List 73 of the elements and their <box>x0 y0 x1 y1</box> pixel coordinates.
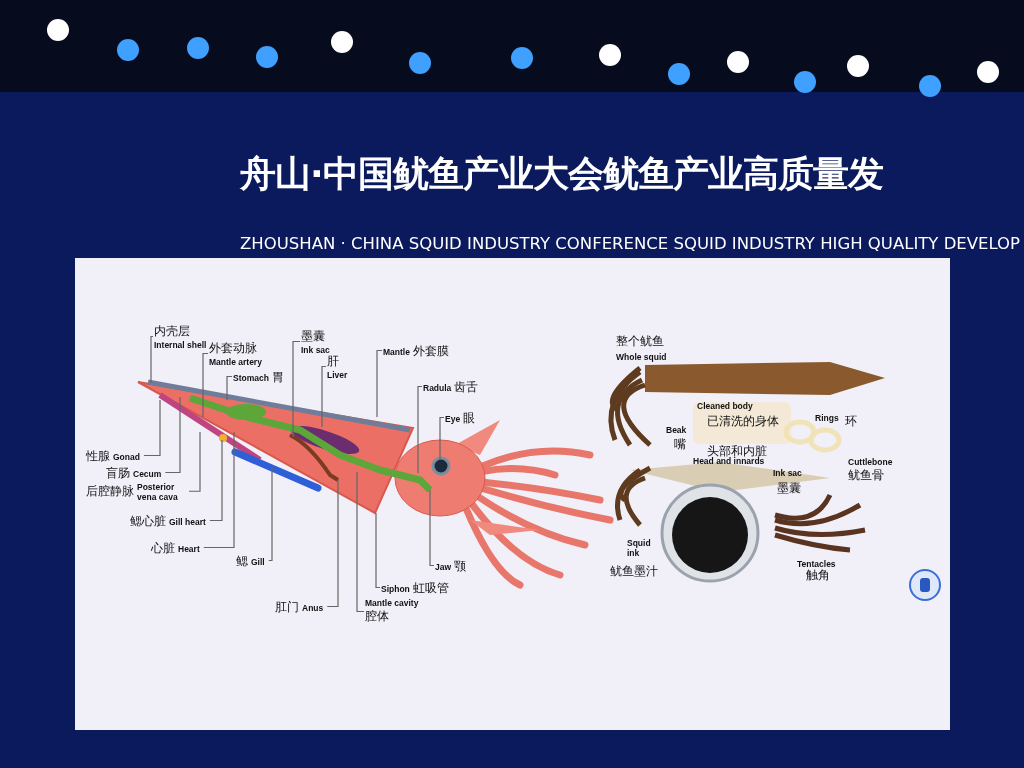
part-label: Gill <box>251 556 265 567</box>
product-label: Beak <box>666 425 687 435</box>
leader-line <box>209 439 223 522</box>
leader-line <box>203 431 235 549</box>
leader-line <box>292 340 301 438</box>
product-label: Squid ink <box>627 538 652 558</box>
product-label: Cuttlebone <box>848 457 893 467</box>
product-label: 触角 <box>806 567 830 584</box>
leader-line <box>439 416 445 461</box>
part-label: 墨囊 <box>301 328 326 345</box>
part-label: Liver <box>327 370 348 380</box>
part-label: Cecum <box>133 468 162 479</box>
leader-line <box>202 352 209 418</box>
product-label: 嘴 <box>674 436 686 453</box>
part-label: 心脏 <box>151 540 175 557</box>
part-label: 内壳层 <box>154 323 191 340</box>
product-label: Rings <box>815 413 839 423</box>
part-label: 胃 <box>271 369 284 386</box>
product-label: 环 <box>845 413 857 430</box>
part-label: Internal shell <box>154 340 207 350</box>
conference-title: 舟山·中国鱿鱼产业大会鱿鱼产业高质量发 <box>240 152 883 196</box>
leader-line <box>326 479 339 608</box>
part-label: 眼 <box>463 410 476 427</box>
product-label: 已清洗的身体 <box>707 413 779 430</box>
product-label: 整个鱿鱼 <box>616 333 664 350</box>
part-label: Mantle cavity <box>365 598 419 608</box>
leader-line <box>376 349 383 418</box>
product-label: Head and innards <box>693 456 765 466</box>
part-label: 齿舌 <box>454 379 479 396</box>
part-label: 虹吸管 <box>412 580 449 597</box>
part-label: 腔体 <box>365 608 390 625</box>
part-label: 外套动脉 <box>209 340 258 357</box>
leader-line <box>268 466 273 562</box>
leader-line <box>164 396 181 474</box>
leader-line <box>417 385 423 474</box>
product-label: 鱿鱼墨汁 <box>610 563 658 580</box>
product-label: 墨囊 <box>777 480 801 497</box>
part-label: 鳃 <box>236 553 248 570</box>
part-label: 颚 <box>454 558 467 575</box>
product-label: Ink sac <box>773 468 802 478</box>
part-label: Anus <box>302 602 324 613</box>
part-label: Gill heart <box>169 516 206 527</box>
part-label: Siphon <box>381 583 410 594</box>
leader-line <box>150 335 154 384</box>
part-label: 鳃心脏 <box>130 513 166 530</box>
part-label: Mantle <box>383 346 410 357</box>
part-label: Stomach <box>233 372 269 383</box>
part-label: Ink sac <box>301 345 330 355</box>
leader-line <box>321 365 327 428</box>
part-label: 后腔静脉 <box>86 483 134 500</box>
leader-line <box>226 375 233 401</box>
leader-line <box>356 471 365 613</box>
part-label: Radula <box>423 382 452 393</box>
part-label: Posterior vena cava <box>137 481 179 502</box>
part-label: Heart <box>178 543 200 554</box>
product-label: Whole squid <box>616 352 667 362</box>
leader-line <box>188 431 201 492</box>
conference-subtitle: ZHOUSHAN · CHINA SQUID INDUSTRY CONFERENCE SQUID INDUSTRY HIGH QUALITY DEVELOP <box>240 234 1021 253</box>
product-label: 鱿鱼骨 <box>848 467 884 484</box>
leader-line <box>143 399 161 457</box>
product-label: Cleaned body <box>697 401 753 411</box>
part-label: 盲肠 <box>106 465 130 482</box>
part-label: Gonad <box>113 451 140 462</box>
part-label: Jaw <box>435 561 452 572</box>
part-label: Mantle artery <box>209 357 262 367</box>
leader-line <box>429 489 435 567</box>
part-label: 肛门 <box>275 599 299 616</box>
part-label: 外套膜 <box>412 343 449 360</box>
part-label: 性腺 <box>86 448 110 465</box>
part-label: 肝 <box>327 353 340 370</box>
leader-line <box>375 512 381 589</box>
product-label: Tentacles <box>797 559 836 569</box>
part-label: Eye <box>445 413 461 424</box>
